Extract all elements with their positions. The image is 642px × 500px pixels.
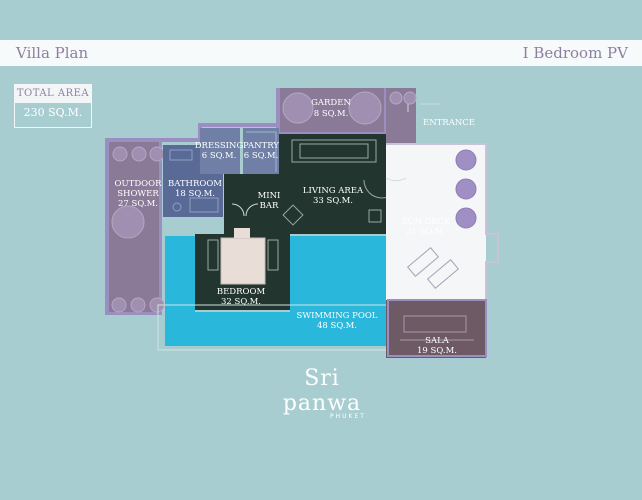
label-minibar-2: BAR xyxy=(260,201,279,211)
shower-fixtures xyxy=(111,146,165,313)
label-sala: SALA xyxy=(425,336,450,346)
total-area-box: TOTAL AREA 230 SQ.M. xyxy=(14,84,92,128)
label-pool-area: 48 SQ.M. xyxy=(317,321,357,331)
garden-plants xyxy=(282,91,382,125)
label-pantry: PANTRY xyxy=(243,141,279,151)
label-pantry-area: 6 SQ.M. xyxy=(244,151,279,161)
label-sala-area: 19 SQ.M. xyxy=(417,346,457,356)
bath-fixtures xyxy=(169,149,219,213)
label-outdoor-shower-1: OUTDOOR xyxy=(115,179,163,189)
page-title: Villa Plan xyxy=(16,44,89,62)
sundeck-outline xyxy=(386,143,499,300)
label-sundeck: SUN DECK xyxy=(402,217,452,227)
label-outdoor-shower-2: SHOWER xyxy=(117,189,159,199)
label-dressing-area: 6 SQ.M. xyxy=(202,151,237,161)
label-bedroom-area: 32 SQ.M. xyxy=(221,297,261,307)
label-outdoor-shower-area: 27 SQ.M. xyxy=(118,199,158,209)
label-bathroom: BATHROOM xyxy=(168,179,222,189)
label-dressing: DRESSING xyxy=(195,141,244,151)
swimming-pool xyxy=(165,236,386,346)
logo-brand: Sri panwa xyxy=(282,366,362,416)
room-sala xyxy=(386,300,486,358)
label-garden-area: 8 SQ.M. xyxy=(314,109,349,119)
label-garden: GARDEN xyxy=(311,98,351,108)
sala-outline xyxy=(387,299,487,357)
header-bar: Villa Plan I Bedroom PV xyxy=(0,40,642,66)
bed xyxy=(207,228,279,285)
entrance-plants xyxy=(389,91,417,105)
sala-daybed xyxy=(403,315,467,333)
total-area-label: TOTAL AREA xyxy=(15,85,91,103)
label-sundeck-area: 21 SQ.M. xyxy=(406,227,446,237)
label-bathroom-area: 18 SQ.M. xyxy=(175,189,215,199)
label-minibar-1: MINI xyxy=(258,191,281,201)
label-bedroom: BEDROOM xyxy=(217,287,266,297)
doors xyxy=(231,103,440,217)
room-dressing xyxy=(200,128,240,174)
logo-city: PHUKET xyxy=(330,413,366,420)
label-entrance: ENTRANCE xyxy=(423,118,475,128)
room-pantry xyxy=(243,128,279,174)
label-pool: SWIMMING POOL xyxy=(297,311,378,321)
pantry-cabinets xyxy=(246,131,277,172)
label-living: LIVING AREA xyxy=(303,186,364,196)
sri-panwa-logo: Sri panwa PHUKET xyxy=(262,366,382,420)
sundeck-chairs xyxy=(406,247,460,289)
villa-type: I Bedroom PV xyxy=(522,44,628,62)
sundeck-loungers xyxy=(455,149,477,229)
living-furniture xyxy=(282,139,401,226)
total-area-value: 230 SQ.M. xyxy=(23,106,83,119)
label-living-area: 33 SQ.M. xyxy=(313,196,353,206)
